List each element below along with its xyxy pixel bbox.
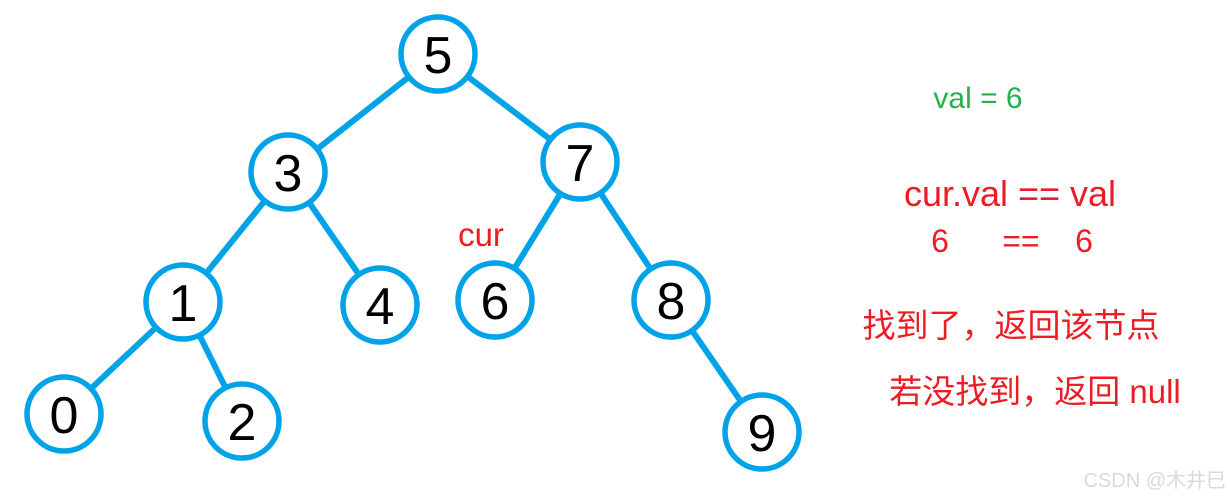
- node-value: 8: [657, 273, 686, 331]
- binary-tree-diagram: 5 3 7 1 4 6 8 0 2 9: [24, 14, 802, 472]
- node-circle: [248, 132, 328, 212]
- tree-node-3: 3: [248, 132, 328, 212]
- node-value: 2: [228, 394, 257, 452]
- node-circle: [202, 381, 282, 461]
- node-value: 3: [274, 145, 303, 203]
- node-value: 4: [366, 278, 395, 336]
- comparison-values-text: 6 == 6: [931, 223, 1093, 259]
- cur-pointer-label: cur: [458, 216, 504, 253]
- node-value: 6: [481, 273, 510, 331]
- node-value: 9: [748, 405, 777, 463]
- node-value: 7: [566, 135, 595, 193]
- tree-node-4: 4: [340, 265, 420, 345]
- node-value: 1: [169, 275, 198, 333]
- tree-node-2: 2: [202, 381, 282, 461]
- target-value-text: val = 6: [933, 82, 1023, 115]
- tree-node-9: 9: [722, 392, 802, 472]
- result-found-text: 找到了，返回该节点: [862, 307, 1160, 344]
- tree-node-1: 1: [143, 262, 223, 342]
- comparison-expression-text: cur.val == val: [903, 173, 1117, 214]
- node-value: 0: [50, 387, 79, 445]
- node-circle: [722, 392, 802, 472]
- node-circle: [24, 374, 104, 454]
- tree-node-6: 6: [455, 260, 535, 340]
- tree-node-7: 7: [540, 122, 620, 202]
- node-circle: [540, 122, 620, 202]
- csdn-watermark: CSDN @木井巳: [1083, 470, 1226, 492]
- tree-node-0: 0: [24, 374, 104, 454]
- result-not-found-text: 若没找到，返回 null: [889, 373, 1181, 410]
- node-circle: [398, 14, 478, 94]
- node-value: 5: [424, 27, 453, 85]
- node-circle: [455, 260, 535, 340]
- tree-node-8: 8: [631, 260, 711, 340]
- node-circle: [631, 260, 711, 340]
- node-circle: [143, 262, 223, 342]
- tree-node-5: 5: [398, 14, 478, 94]
- node-circle: [340, 265, 420, 345]
